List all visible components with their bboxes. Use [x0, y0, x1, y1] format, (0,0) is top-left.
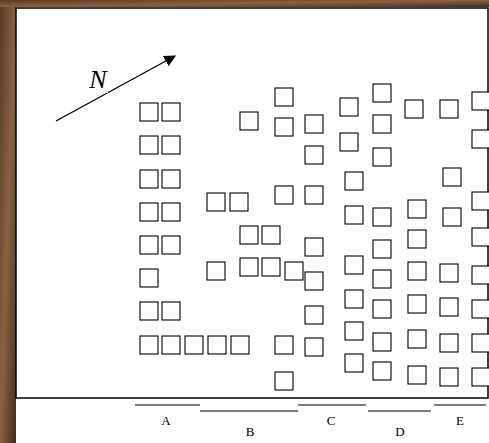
house-square [230, 193, 248, 211]
zone-brackets [135, 405, 486, 411]
house-square [440, 368, 458, 386]
house-square [285, 262, 303, 280]
house-square [408, 330, 426, 348]
north-arrow [56, 56, 175, 121]
house-square [345, 354, 363, 372]
house-square [140, 302, 158, 320]
house-square [472, 266, 489, 284]
north-label: N [88, 67, 107, 93]
house-square [240, 112, 258, 130]
zone-letter: A [159, 414, 172, 427]
house-square [208, 336, 226, 354]
house-square [345, 256, 363, 274]
house-square [472, 228, 489, 246]
house-square [373, 84, 391, 102]
house-square [207, 262, 225, 280]
zone-bracket [200, 410, 298, 411]
house-square [373, 208, 391, 226]
map-frame [16, 8, 488, 398]
zone-bracket [368, 410, 431, 411]
house-square [440, 264, 458, 282]
house-square [408, 200, 426, 218]
zone-bracket [298, 404, 366, 405]
house-square [472, 368, 489, 386]
zone-bracket [135, 404, 200, 405]
house-square [162, 236, 180, 254]
house-square [373, 115, 391, 133]
zone-letter: D [393, 425, 406, 438]
house-square [440, 334, 458, 352]
house-square [305, 272, 323, 290]
house-square [305, 306, 323, 324]
house-square [305, 338, 323, 356]
house-square [262, 226, 280, 244]
house-square [231, 336, 249, 354]
house-square [345, 172, 363, 190]
photo-edge [0, 0, 489, 7]
house-square [162, 203, 180, 221]
house-square [275, 336, 293, 354]
house-square [373, 148, 391, 166]
house-square [275, 88, 293, 106]
house-square [185, 336, 203, 354]
house-square [162, 336, 180, 354]
house-square [140, 136, 158, 154]
house-square [472, 130, 489, 148]
house-square [408, 295, 426, 313]
house-group [140, 84, 489, 390]
house-square [240, 226, 258, 244]
house-square [440, 298, 458, 316]
house-square [408, 262, 426, 280]
house-square [275, 186, 293, 204]
house-square [162, 103, 180, 121]
house-square [275, 372, 293, 390]
house-square [408, 366, 426, 384]
house-square [305, 238, 323, 256]
house-square [373, 300, 391, 318]
house-square [340, 98, 358, 116]
house-square [345, 322, 363, 340]
house-square [373, 362, 391, 380]
house-square [472, 300, 489, 318]
house-square [345, 206, 363, 224]
house-square [240, 258, 258, 276]
house-square [408, 230, 426, 248]
zone-letter: E [454, 414, 466, 427]
house-square [162, 136, 180, 154]
house-square [162, 302, 180, 320]
house-square [345, 290, 363, 308]
house-square [443, 168, 461, 186]
house-square [140, 269, 158, 287]
house-square [305, 146, 323, 164]
house-square [405, 100, 423, 118]
house-square [472, 192, 489, 210]
house-square [275, 118, 293, 136]
photo-edge [0, 0, 16, 443]
house-square [472, 334, 489, 352]
house-square [373, 270, 391, 288]
house-square [140, 203, 158, 221]
house-square [140, 236, 158, 254]
house-square [140, 336, 158, 354]
house-square [162, 170, 180, 188]
zone-letter: B [244, 425, 257, 438]
house-square [140, 170, 158, 188]
zone-bracket [434, 404, 486, 405]
house-square [305, 186, 323, 204]
house-square [340, 133, 358, 151]
house-square [472, 92, 489, 110]
house-square [373, 240, 391, 258]
house-square [140, 103, 158, 121]
house-square [262, 258, 280, 276]
zone-letter: C [325, 414, 338, 427]
house-square [207, 193, 225, 211]
house-square [440, 100, 458, 118]
house-square [373, 333, 391, 351]
house-square [443, 208, 461, 226]
house-square [305, 115, 323, 133]
